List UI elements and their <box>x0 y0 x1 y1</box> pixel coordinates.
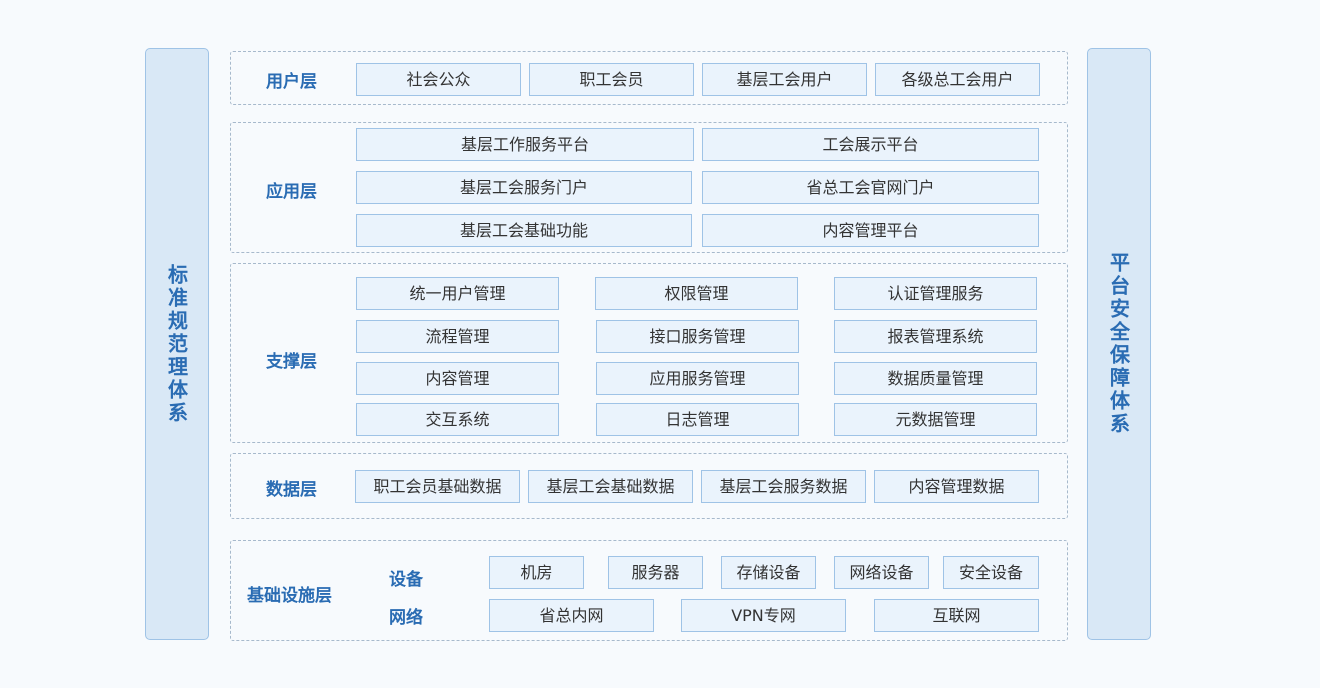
network-item: 互联网 <box>874 599 1039 632</box>
user-layer-item: 职工会员 <box>529 63 694 96</box>
support-layer-item: 权限管理 <box>595 277 798 310</box>
support-layer-title: 支撑层 <box>266 352 317 372</box>
support-layer-item: 接口服务管理 <box>596 320 799 353</box>
app-layer-title: 应用层 <box>266 182 317 202</box>
user-layer-title: 用户层 <box>266 72 317 92</box>
user-layer-item: 基层工会用户 <box>702 63 867 96</box>
app-layer-item: 工会展示平台 <box>702 128 1039 161</box>
support-layer-item: 数据质量管理 <box>834 362 1037 395</box>
network-item: VPN专网 <box>681 599 846 632</box>
support-layer-item: 日志管理 <box>596 403 799 436</box>
network-label: 网络 <box>389 608 423 628</box>
support-layer-item: 内容管理 <box>356 362 559 395</box>
app-layer-item: 省总工会官网门户 <box>702 171 1039 204</box>
app-layer-item: 基层工会基础功能 <box>356 214 692 247</box>
data-layer-item: 职工会员基础数据 <box>355 470 520 503</box>
support-layer-item: 报表管理系统 <box>834 320 1037 353</box>
device-label: 设备 <box>389 570 423 590</box>
device-item: 安全设备 <box>943 556 1039 589</box>
data-layer-item: 基层工会服务数据 <box>701 470 866 503</box>
app-layer: 应用层 基层工作服务平台 工会展示平台 基层工会服务门户 省总工会官网门户 基层… <box>230 122 1068 253</box>
support-layer-item: 统一用户管理 <box>356 277 559 310</box>
data-layer-item: 基层工会基础数据 <box>528 470 693 503</box>
device-item: 服务器 <box>608 556 703 589</box>
support-layer: 支撑层 统一用户管理 权限管理 认证管理服务 流程管理 接口服务管理 报表管理系… <box>230 263 1068 443</box>
left-pillar-label: 标准规范理体系 <box>164 263 189 425</box>
infra-layer-title: 基础设施层 <box>247 586 332 606</box>
device-item: 机房 <box>489 556 584 589</box>
data-layer-title: 数据层 <box>266 480 317 500</box>
data-layer-item: 内容管理数据 <box>874 470 1039 503</box>
device-item: 网络设备 <box>834 556 929 589</box>
user-layer-item: 各级总工会用户 <box>875 63 1040 96</box>
support-layer-item: 认证管理服务 <box>834 277 1037 310</box>
support-layer-item: 流程管理 <box>356 320 559 353</box>
right-pillar: 平台安全保障体系 <box>1087 48 1151 640</box>
support-layer-item: 应用服务管理 <box>596 362 799 395</box>
device-item: 存储设备 <box>721 556 816 589</box>
app-layer-item: 基层工会服务门户 <box>356 171 692 204</box>
user-layer-item: 社会公众 <box>356 63 521 96</box>
network-item: 省总内网 <box>489 599 654 632</box>
data-layer: 数据层 职工会员基础数据 基层工会基础数据 基层工会服务数据 内容管理数据 <box>230 453 1068 519</box>
support-layer-item: 元数据管理 <box>834 403 1037 436</box>
support-layer-item: 交互系统 <box>356 403 559 436</box>
left-pillar: 标准规范理体系 <box>145 48 209 640</box>
app-layer-item: 基层工作服务平台 <box>356 128 694 161</box>
right-pillar-label: 平台安全保障体系 <box>1106 252 1131 436</box>
app-layer-item: 内容管理平台 <box>702 214 1039 247</box>
infra-layer: 基础设施层 设备 网络 机房 服务器 存储设备 网络设备 安全设备 省总内网 V… <box>230 540 1068 641</box>
user-layer: 用户层 社会公众 职工会员 基层工会用户 各级总工会用户 <box>230 51 1068 105</box>
